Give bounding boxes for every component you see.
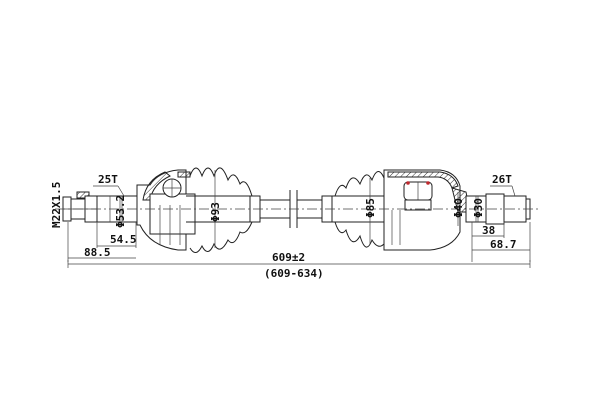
- right-dimensions: Φ85 Φ40 Φ30 26T 38 68.7: [364, 173, 531, 262]
- right-dim-outer: 68.7: [490, 238, 517, 251]
- left-dim-inner: 54.5: [110, 233, 137, 246]
- left-diameter-label: Φ53.2: [114, 195, 127, 228]
- right-spline-label: 26T: [492, 173, 512, 186]
- left-cv-joint: [136, 169, 196, 251]
- overall-length-range: (609-634): [264, 267, 324, 280]
- overall-length-nominal: 609±2: [272, 251, 305, 264]
- right-boot-diameter-label: Φ85: [364, 198, 377, 218]
- left-thread-label: M22X1.5: [50, 182, 63, 228]
- left-dim-outer: 88.5: [84, 246, 111, 259]
- overall-length-dimension: 609±2 (609-634): [67, 251, 531, 280]
- left-spline-label: 25T: [98, 173, 118, 186]
- right-dim-inner: 38: [482, 224, 495, 237]
- left-dimensions: 25T M22X1.5 Φ53.2 Φ93 54.5 88.5: [50, 170, 222, 262]
- left-boot-diameter-label: Φ93: [209, 202, 222, 222]
- left-boot: [186, 167, 261, 253]
- right-tripod-joint: [383, 169, 471, 251]
- right-diameter-outer-label: Φ40: [452, 198, 465, 218]
- right-diameter-inner-label: Φ30: [472, 198, 485, 218]
